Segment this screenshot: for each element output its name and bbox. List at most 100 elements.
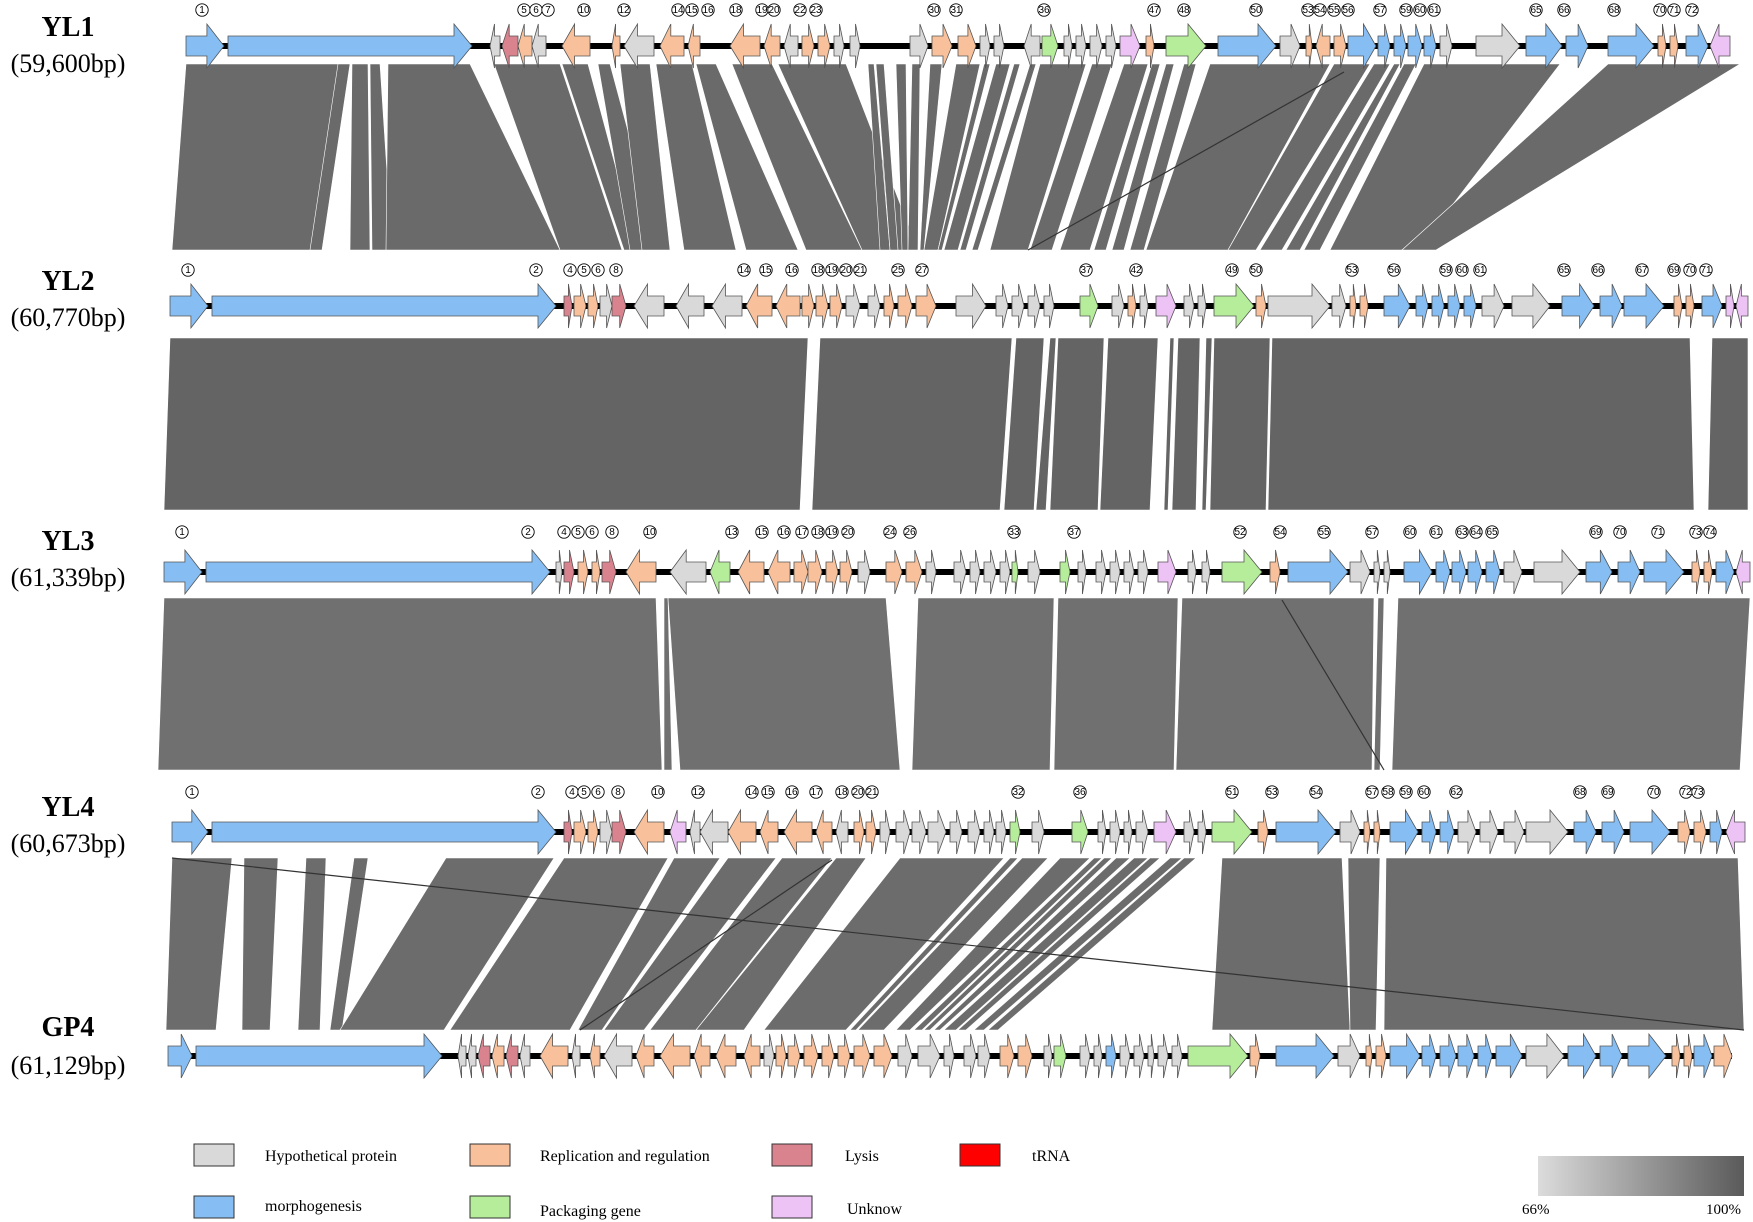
gene-arrow [1525,1032,1565,1080]
synteny-link [1201,337,1213,511]
gene-arrow [1467,549,1483,595]
gene-number-circle [839,263,853,277]
gene-number-circle [175,525,189,539]
gene-number-circle [725,525,739,539]
gene-arrow [603,1032,633,1080]
gene-number-label: 69 [1668,265,1680,276]
gene-arrow [885,549,903,595]
gene-number-label: 60 [1456,265,1468,276]
gene-arrow [1105,23,1117,69]
gene-number-circle [1635,263,1649,277]
gene-arrow [1187,549,1197,595]
gene-arrow [1135,809,1149,855]
gene-arrow [1053,1033,1067,1079]
synteny-link [1175,597,1375,771]
synteny-link [1209,337,1271,511]
legend-swatch-morphogenesis [193,1195,235,1219]
gene-number-circle [1413,3,1427,17]
gene-arrow [1109,549,1121,595]
gene-arrow [1725,283,1735,329]
gene-arrow [845,283,861,329]
gene-number-label: 17 [796,527,808,538]
gene-number-circle [1557,263,1571,277]
gene-arrow [807,549,823,595]
gene-arrow [211,282,557,330]
gene-arrow [1431,283,1445,329]
gene-number-label: 60 [1404,527,1416,538]
gene-number-label: 59 [1400,787,1412,798]
gene-arrow [185,22,225,70]
gene-arrow [1041,23,1059,69]
gene-arrow [1439,1033,1457,1079]
gene-arrow [1211,808,1253,856]
gene-number-circle [1073,785,1087,799]
gene-number-label: 16 [786,265,798,276]
synteny-link [309,63,351,251]
gene-arrow [1337,1033,1361,1079]
gene-arrow [979,23,991,69]
gene-arrow [897,283,913,329]
gene-arrow [839,549,853,595]
gene-number-circle [841,525,855,539]
gene-arrow [1157,549,1177,595]
gene-arrow [857,549,871,595]
gene-number-circle [1691,785,1705,799]
gene-arrow [1155,283,1177,329]
gene-arrow [1599,1033,1623,1079]
gene-arrow [167,1033,193,1079]
gene-number-label: 27 [916,265,928,276]
gene-number-label: 52 [1234,527,1246,538]
gene-number-label: 71 [1668,5,1680,16]
gene-number-label: 18 [812,527,824,538]
genome-name-yl4: YL4 [42,792,95,823]
gene-number-circle [1651,525,1665,539]
gene-number-label: 5 [575,527,581,538]
gene-number-label: 16 [702,5,714,16]
gene-arrow [1407,23,1423,69]
gene-number-circle [853,263,867,277]
gene-arrow [1267,282,1331,330]
gene-arrow [1617,549,1641,595]
gene-number-circle [785,785,799,799]
gene-number-circle [729,3,743,17]
gene-arrow [659,1032,691,1080]
synteny-link [603,857,777,1031]
gene-arrow [953,549,967,595]
legend-swatch-replication [469,1143,511,1167]
gene-number-circle [577,785,591,799]
gene-number-circle [1399,3,1413,17]
gene-number-circle [691,785,705,799]
gene-number-label: 18 [812,265,824,276]
gene-arrow [599,809,613,855]
gene-number-label: 5 [581,787,587,798]
gene-arrow [957,23,977,69]
gene-arrow [689,809,701,855]
gene-number-label: 13 [726,527,738,538]
gene-arrow [555,549,563,595]
gene-arrow [1333,23,1347,69]
gene-arrow [727,808,757,856]
synteny-link [959,63,1021,251]
gene-arrow [737,549,765,595]
inversion-line [1027,71,1345,251]
gene-number-label: 60 [1414,5,1426,16]
synteny-link [163,337,809,511]
gene-arrow [659,23,685,69]
gene-arrow [709,549,731,595]
gene-arrow [1287,548,1349,596]
synteny-link [875,63,899,251]
gene-arrow [977,1033,991,1079]
gene-number-label: 70 [1654,5,1666,16]
gene-arrow [519,1033,531,1079]
gene-arrow [803,1033,819,1079]
synteny-link [907,63,921,251]
gene-arrow [917,1033,941,1079]
gene-number-label: 14 [738,265,750,276]
synteny-links [157,63,1751,1031]
synteny-link [165,857,233,1031]
gene-number-label: 6 [595,265,601,276]
gene-number-label: 48 [1178,5,1190,16]
gene-arrow [1365,1033,1373,1079]
genome-length-yl2: (60,770bp) [11,303,126,332]
